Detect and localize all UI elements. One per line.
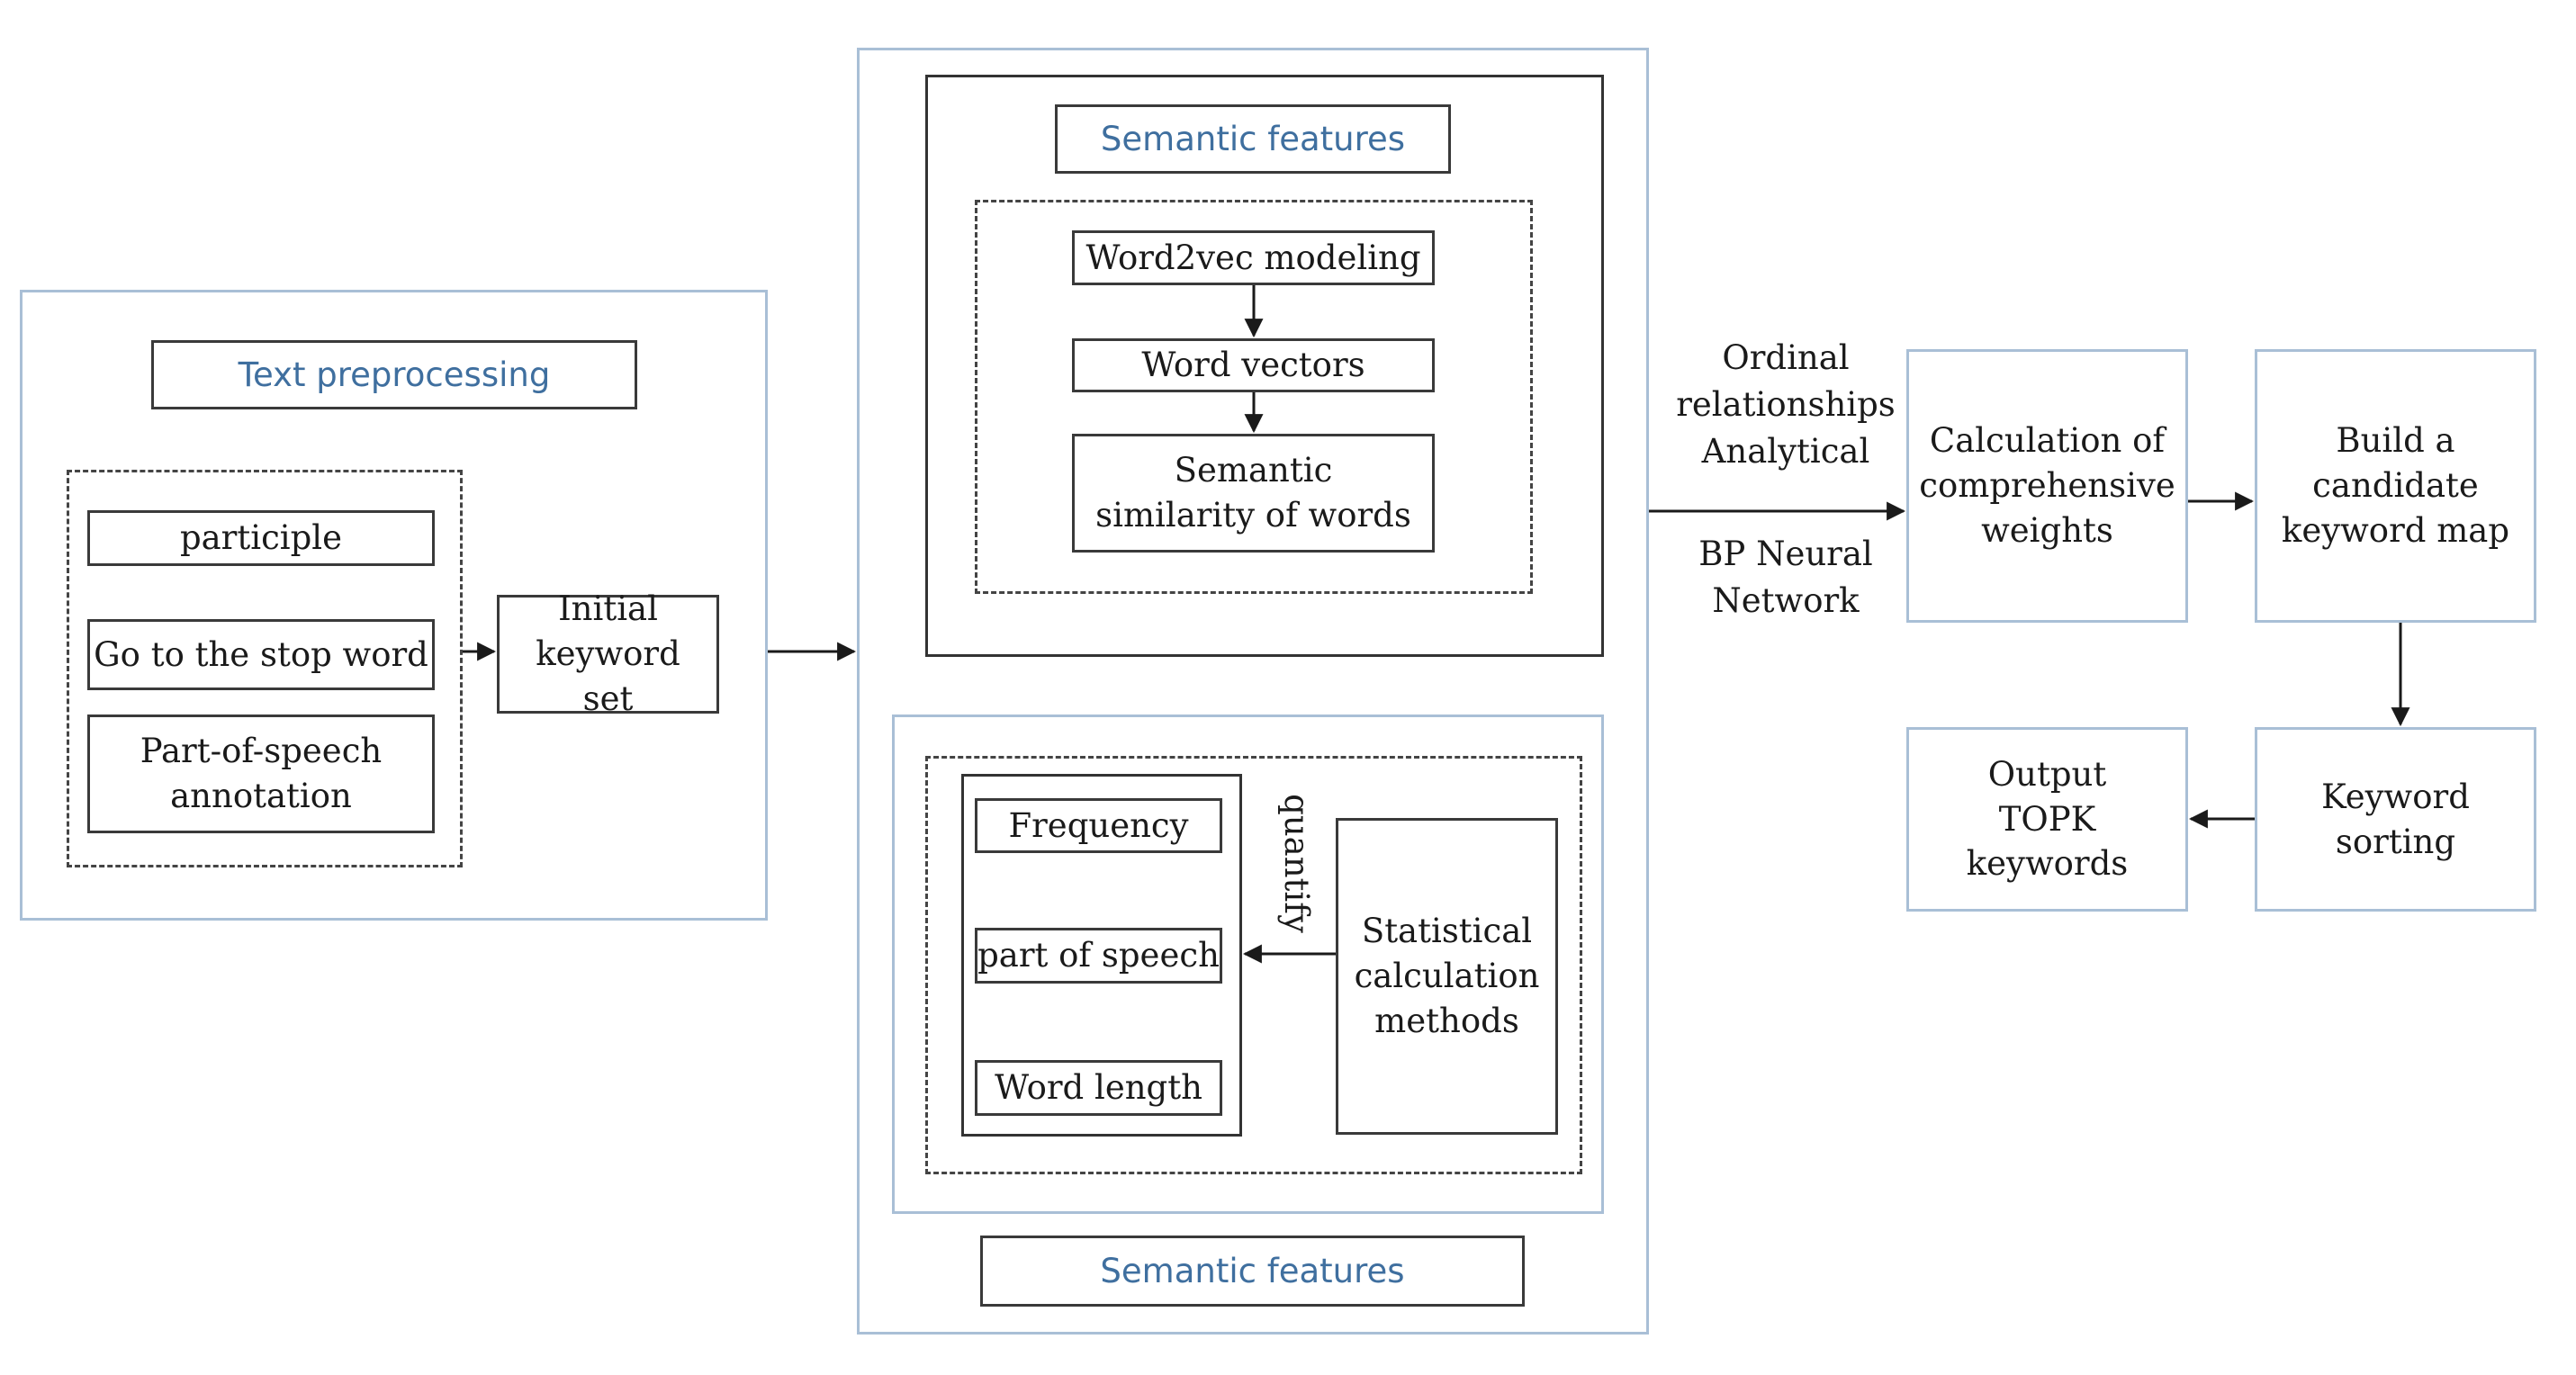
semantic-bottom-panel <box>892 714 1604 1214</box>
statistical-methods: Statistical calculation methods <box>1336 818 1558 1135</box>
candidate-keyword-map: Build a candidate keyword map <box>2255 349 2536 623</box>
semantic-top-title: Semantic features <box>1055 104 1451 174</box>
word-vectors: Word vectors <box>1072 338 1435 392</box>
step-participle: participle <box>87 510 435 566</box>
text-preprocessing-title: Text preprocessing <box>151 340 637 409</box>
output-topk-keywords: Output TOPK keywords <box>1906 727 2188 912</box>
word2vec-group <box>975 200 1533 594</box>
quantify-label-wrap: quantify <box>1197 794 1395 933</box>
feature-word-length: Word length <box>975 1060 1222 1116</box>
text-preprocessing-panel <box>20 290 768 921</box>
ordinal-relationships-label: Ordinal relationships Analytical <box>1676 338 1896 471</box>
comprehensive-weights: Calculation of comprehensive weights <box>1906 349 2188 623</box>
statistics-group <box>925 756 1582 1174</box>
keyword-sorting: Keyword sorting <box>2255 727 2536 912</box>
feature-frequency: Frequency <box>975 798 1222 853</box>
quantify-label: quantify <box>1276 793 1316 933</box>
bp-neural-network-label: BP Neural Network <box>1698 535 1873 620</box>
step-stop-word: Go to the stop word <box>87 619 435 690</box>
step-pos-annotation: Part-of-speech annotation <box>87 714 435 833</box>
semantic-outer-panel <box>857 48 1649 1335</box>
word2vec-modeling: Word2vec modeling <box>1072 230 1435 285</box>
semantic-similarity: Semantic similarity of words <box>1072 434 1435 553</box>
semantic-top-panel <box>925 75 1604 657</box>
feature-part-of-speech: part of speech <box>975 928 1222 984</box>
preprocessing-steps-group <box>67 470 463 867</box>
semantic-bottom-title: Semantic features <box>980 1236 1525 1307</box>
initial-keyword-set: Initial keyword set <box>497 589 719 718</box>
feature-list <box>961 774 1242 1137</box>
